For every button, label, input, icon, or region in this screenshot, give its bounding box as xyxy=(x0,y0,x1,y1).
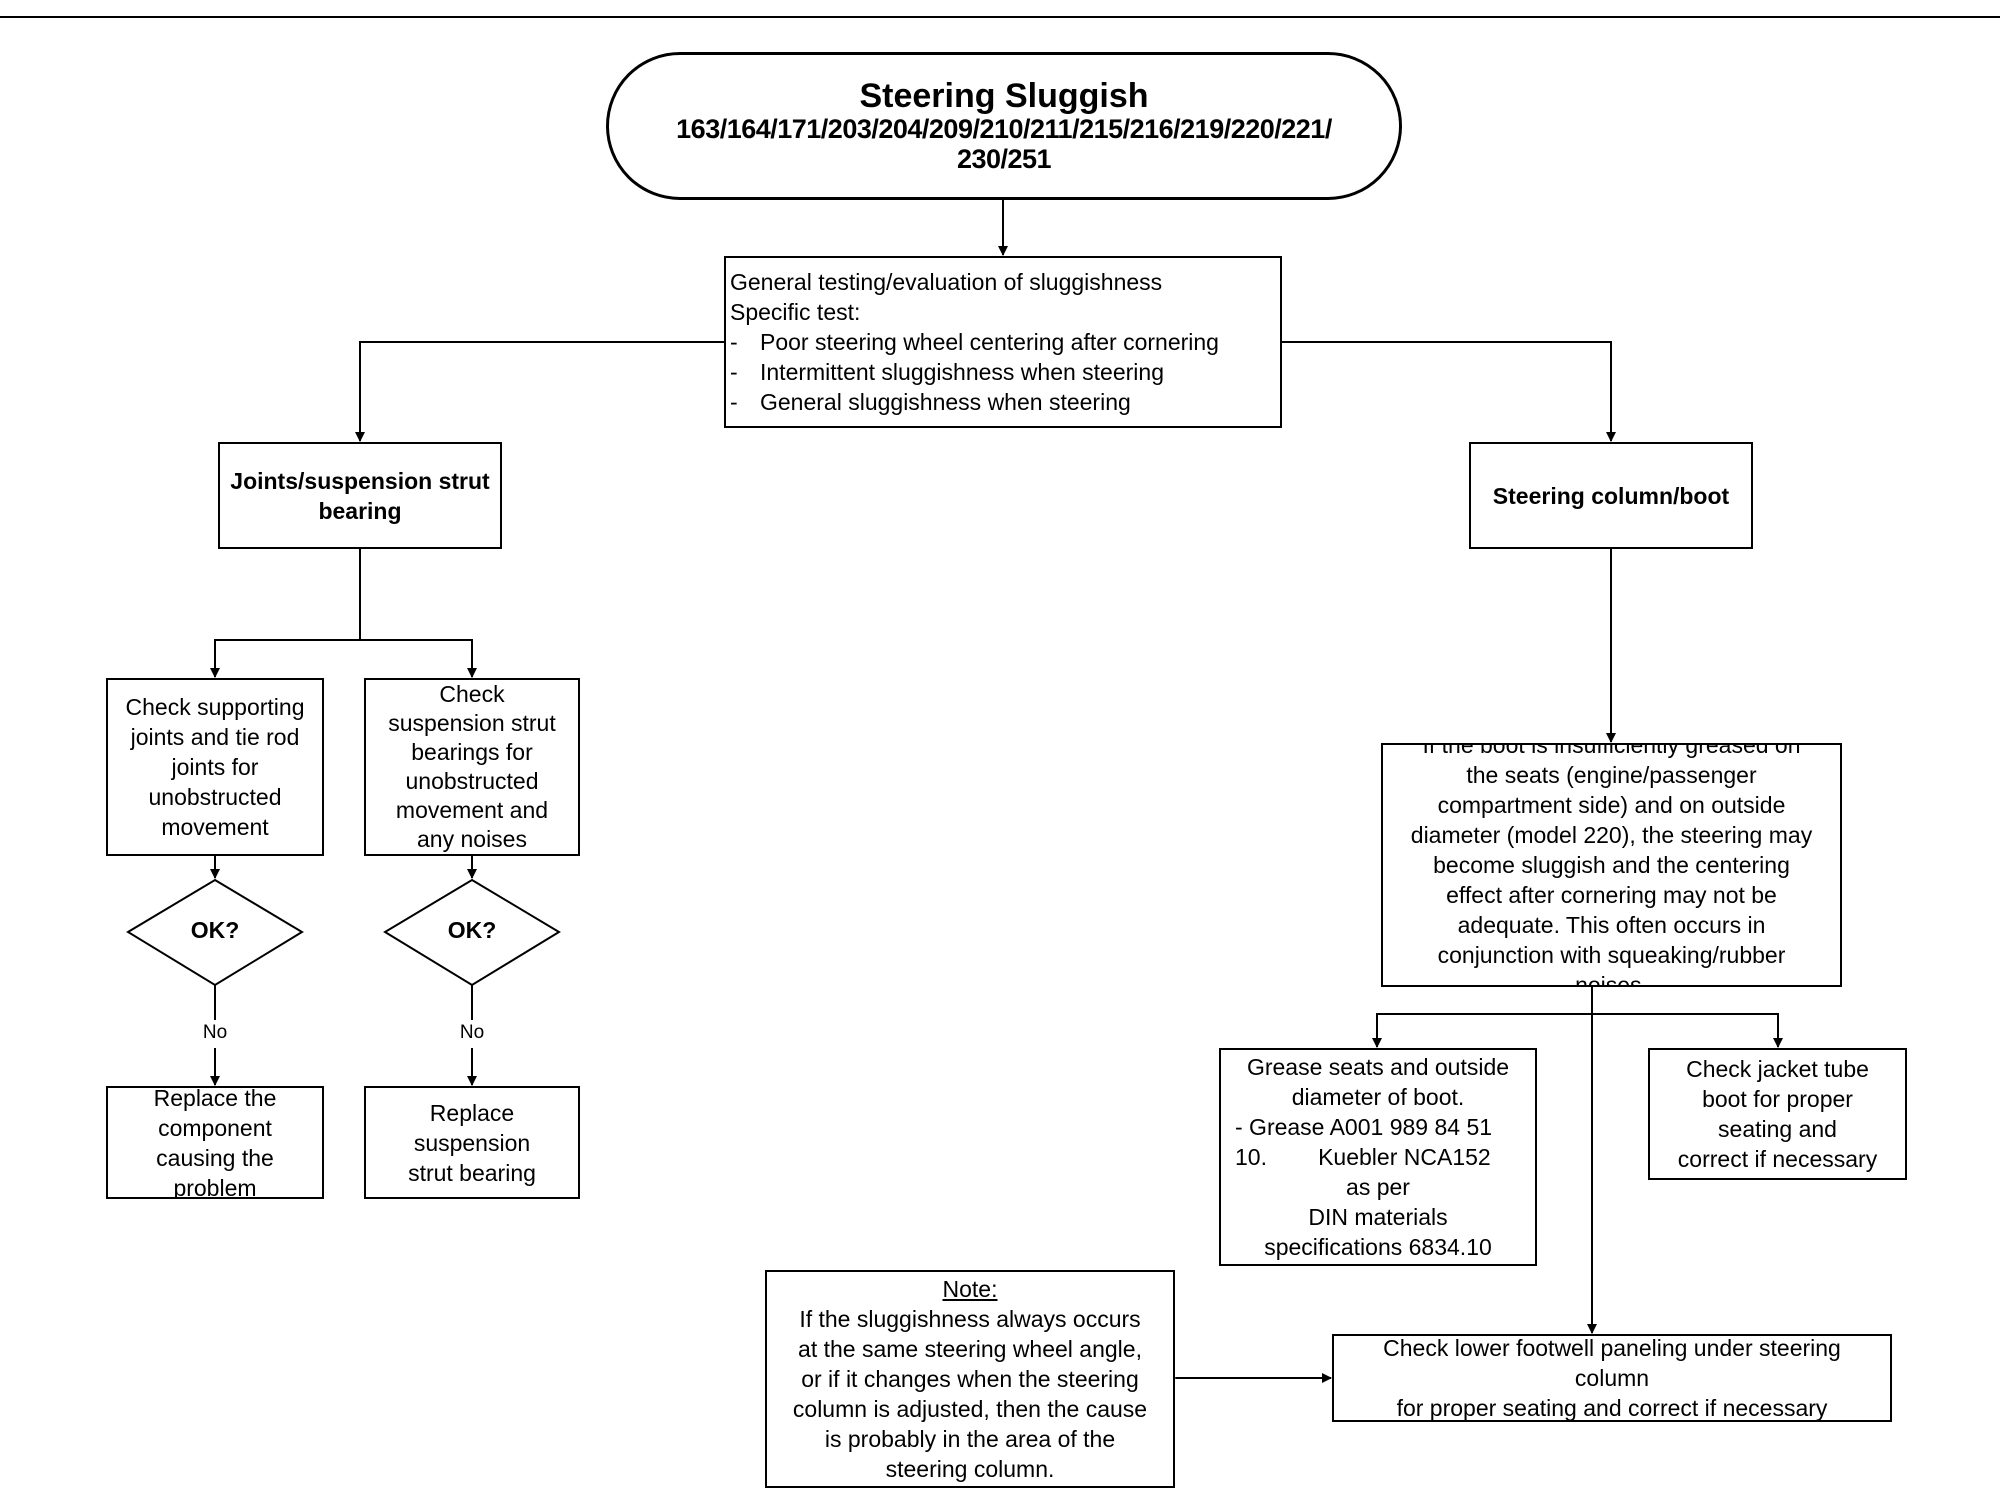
note-box: Note: If the sluggishness always occurs … xyxy=(765,1270,1175,1488)
arrow-joints-to-check-strut xyxy=(360,639,477,678)
general-testing-box: General testing/evaluation of sluggishne… xyxy=(724,256,1282,428)
ok-label-2: OK? xyxy=(447,917,497,943)
arrow-general-to-joints xyxy=(355,341,724,442)
replace-strut-bearing-box: Replace suspension strut bearing xyxy=(364,1086,580,1199)
model-codes-line1: 163/164/171/203/204/209/210/211/215/216/… xyxy=(676,114,1332,144)
check-jacket-tube-box: Check jacket tube boot for proper seatin… xyxy=(1648,1048,1907,1180)
arrow-general-to-column xyxy=(1282,341,1616,442)
general-line1: General testing/evaluation of sluggishne… xyxy=(730,269,1163,295)
boot-grease-info-box: If the boot is insufficiently greased on… xyxy=(1381,743,1842,987)
decision-diamond-2 xyxy=(383,878,561,987)
check-footwell-paneling-box: Check lower footwell paneling under stee… xyxy=(1332,1334,1892,1422)
arrow-boot-to-jacket xyxy=(1592,1013,1783,1048)
bullet-item: -Intermittent sluggishness when steering xyxy=(730,359,1164,385)
grease-seats-box: Grease seats and outside diameter of boo… xyxy=(1219,1048,1537,1266)
top-rule xyxy=(0,16,2000,18)
joints-strut-bearing-box: Joints/suspension strut bearing xyxy=(218,442,502,549)
arrow-boot-to-grease xyxy=(1372,1013,1592,1048)
ok-label-1: OK? xyxy=(190,917,240,943)
bullet-item: -General sluggishness when steering xyxy=(730,389,1131,415)
no-label-2: No xyxy=(452,1022,492,1044)
note-title: Note: xyxy=(942,1276,998,1302)
title-text: Steering Sluggish xyxy=(859,77,1149,115)
bullet-item: -Poor steering wheel centering after cor… xyxy=(730,329,1219,355)
arrow-joints-to-check-joints xyxy=(210,639,360,678)
check-joints-box: Check supporting joints and tie rod join… xyxy=(106,678,324,856)
title-box: Steering Sluggish 163/164/171/203/204/20… xyxy=(606,52,1402,200)
steering-column-boot-box: Steering column/boot xyxy=(1469,442,1753,549)
decision-diamond-1 xyxy=(126,878,304,987)
replace-component-box: Replace the component causing the proble… xyxy=(106,1086,324,1199)
general-line2: Specific test: xyxy=(730,299,861,325)
no-label-1: No xyxy=(195,1022,235,1044)
check-strut-bearings-box: Check suspension strut bearings for unob… xyxy=(364,678,580,856)
model-codes-line2: 230/251 xyxy=(956,144,1052,174)
